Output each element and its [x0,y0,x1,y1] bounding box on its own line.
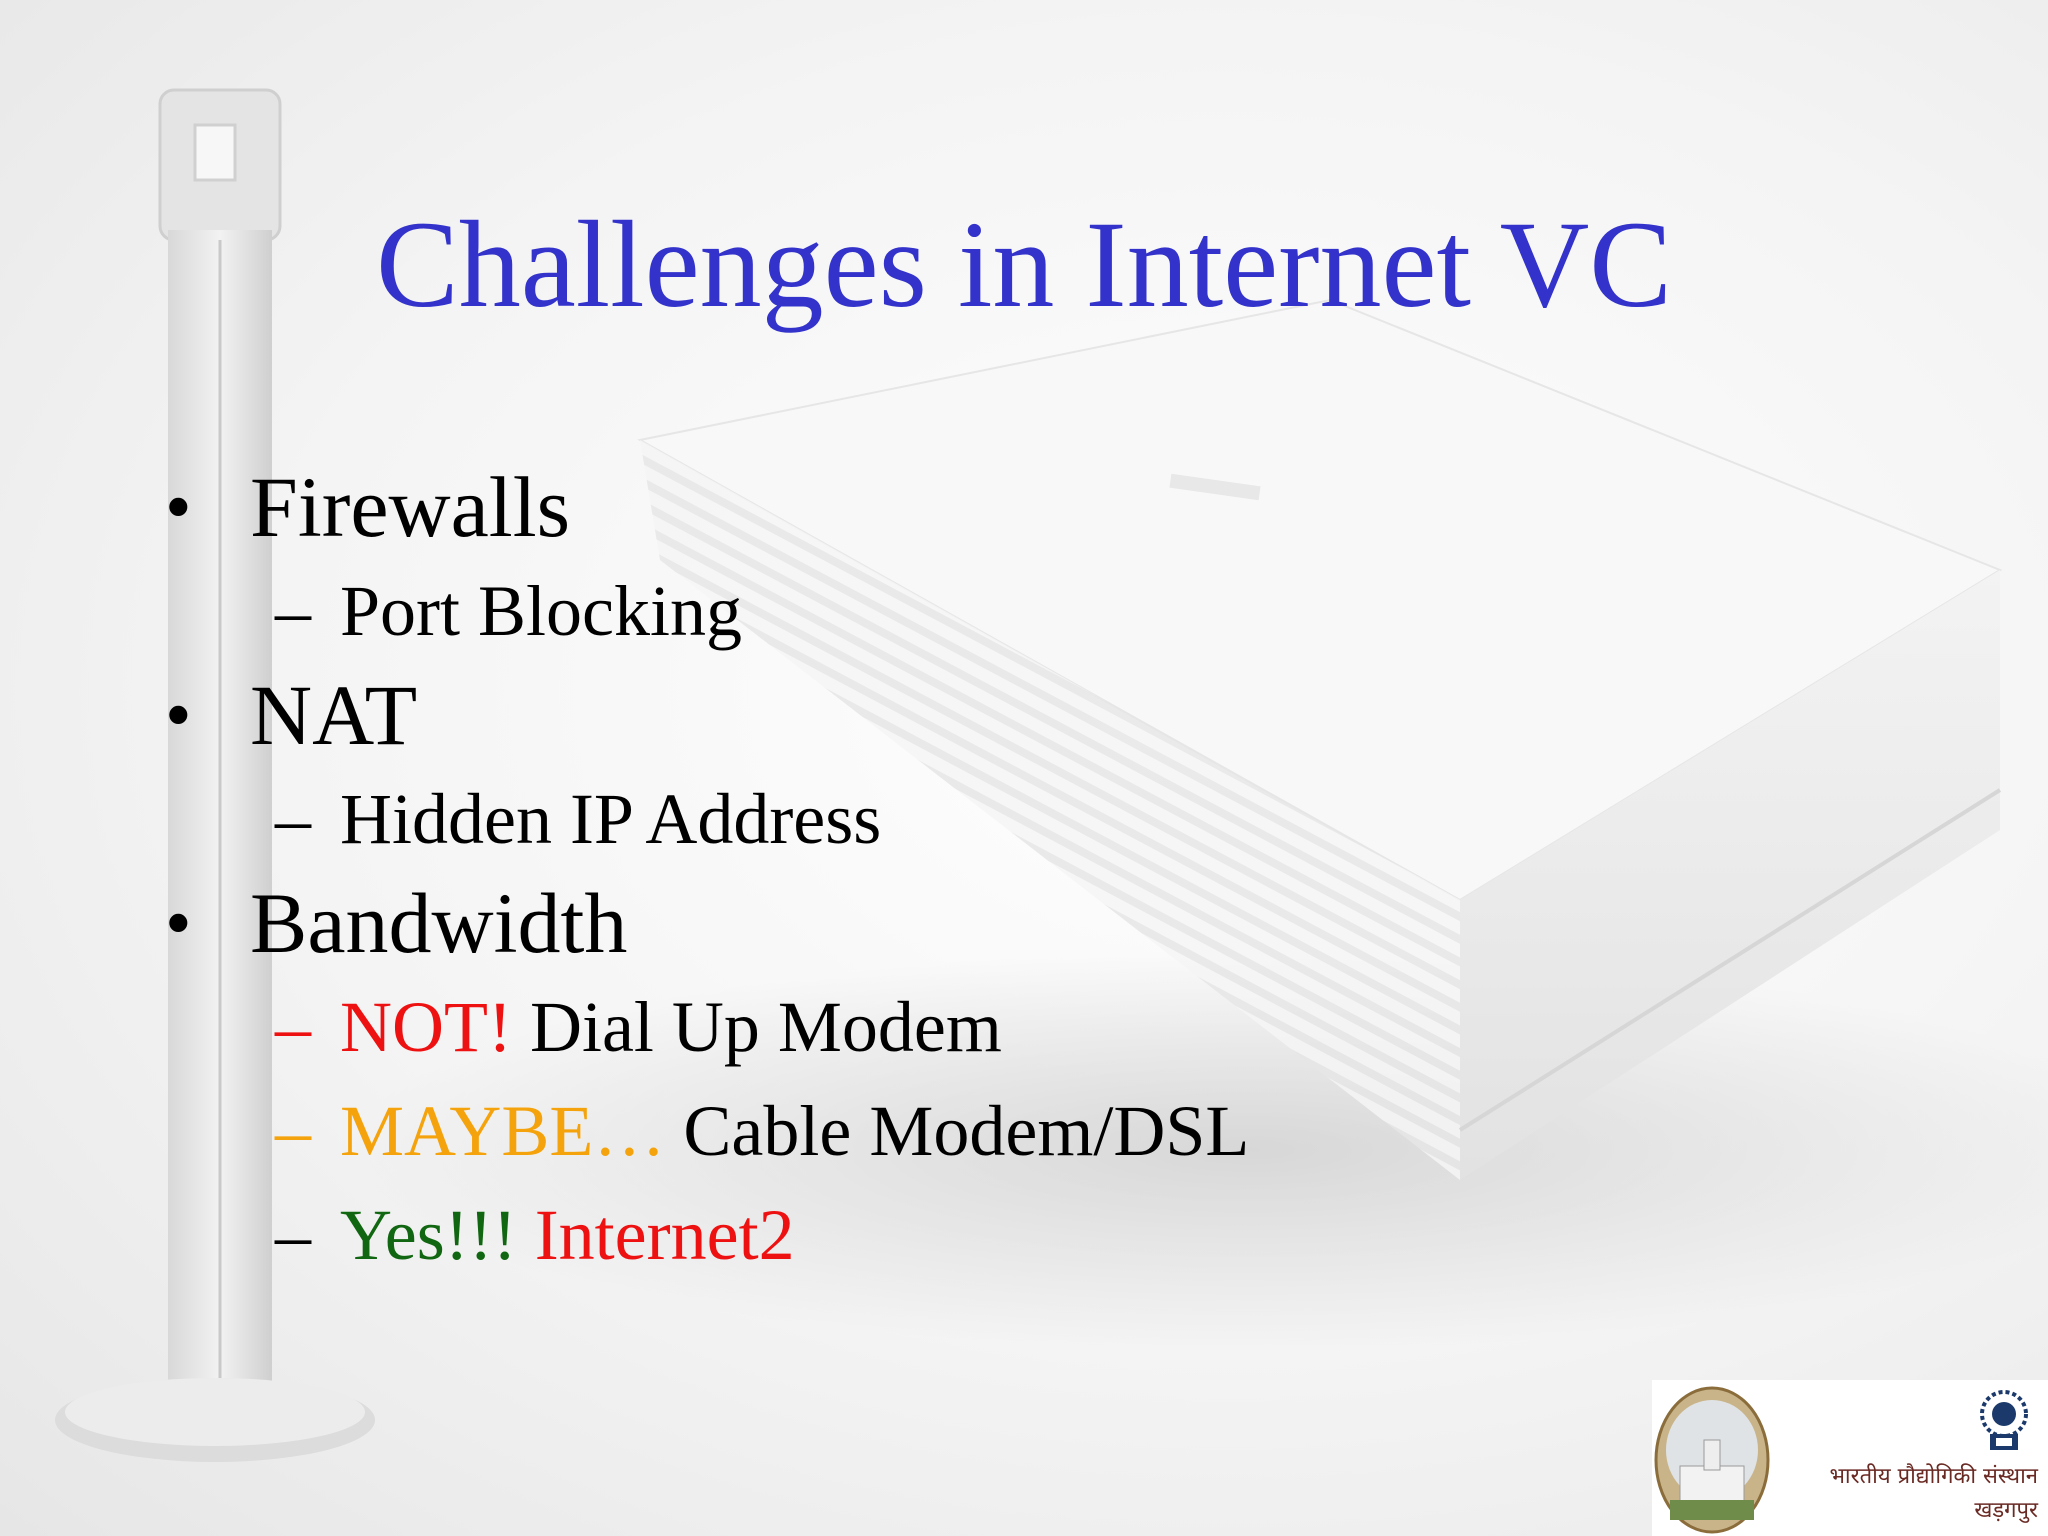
bullet-icon: • [165,673,192,757]
bullet-icon: • [165,881,192,965]
sub-bullet-item: – Hidden IP Address [165,767,1665,871]
institute-name: भारतीय प्रौद्योगिकी संस्थान [1829,1464,2038,1489]
sub-bullet-highlight: Yes!!! [340,1195,517,1275]
sub-bullet-highlight: NOT! [340,987,512,1067]
institute-building-photo [1654,1386,1770,1534]
bullet-list: • Firewalls – Port Blocking • NAT – Hidd… [165,455,1665,1287]
slide-title: Challenges in Internet VC [375,196,1672,333]
sub-bullet-item: – NOT! Dial Up Modem [165,975,1665,1079]
bullet-item: • Bandwidth [165,871,1665,975]
sub-bullet-text: Cable Modem/DSL [665,1091,1250,1171]
dash-icon: – [275,1195,311,1275]
sub-bullet-text: Hidden IP Address [340,779,882,859]
bullet-item: • NAT [165,663,1665,767]
bullet-item: • Firewalls [165,455,1665,559]
dash-icon: – [275,779,311,859]
sub-bullet-item: – Port Blocking [165,559,1665,663]
bullet-label: Firewalls [250,459,571,555]
dash-icon: – [275,571,311,651]
institute-logo: भारतीय प्रौद्योगिकी संस्थान खड़गपुर [1652,1380,2048,1536]
dash-icon: – [275,987,311,1067]
sub-bullet-item: – Yes!!! Internet2 [165,1183,1665,1287]
bullet-icon: • [165,465,192,549]
sub-bullet-highlight: MAYBE… [340,1091,666,1171]
institute-location: खड़गपुर [1974,1498,2038,1523]
dash-icon: – [275,1091,311,1171]
iit-emblem-icon [1980,1390,2028,1450]
bullet-label: NAT [250,667,418,763]
bullet-label: Bandwidth [250,875,628,971]
sub-bullet-text: Port Blocking [340,571,743,651]
sub-bullet-text: Dial Up Modem [511,987,1002,1067]
sub-bullet-text: Internet2 [516,1195,795,1275]
sub-bullet-item: – MAYBE… Cable Modem/DSL [165,1079,1665,1183]
